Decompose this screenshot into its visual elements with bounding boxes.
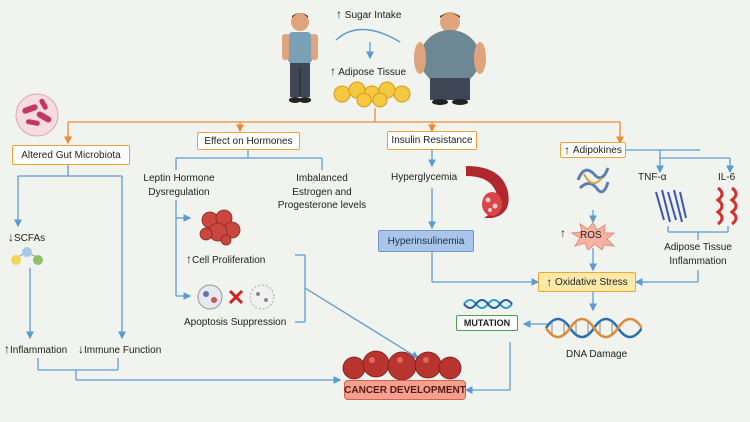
- ros-burst-icon: [570, 222, 616, 250]
- insulin-resistance-box: Insulin Resistance: [387, 131, 477, 150]
- adipokine-protein-icon: [576, 167, 610, 194]
- adipose-tissue-label: ↑ Adipose Tissue: [330, 64, 407, 78]
- adipokines-box: ↑ Adipokines: [560, 142, 626, 158]
- effect-on-hormones-box: Effect on Hormones: [197, 132, 300, 150]
- fat-cells-icon: [333, 81, 411, 108]
- ros-label: ROS: [580, 230, 602, 241]
- tumor-cells-icon: [342, 350, 462, 381]
- blood-vessel-icon: [466, 166, 509, 218]
- il6-label: IL-6: [718, 172, 736, 183]
- immune-function-label: ↓Immune Function: [78, 342, 162, 356]
- dna-damage-label: DNA Damage: [566, 349, 628, 360]
- orange-connectors: [64, 108, 624, 145]
- cell-proliferation-label: ↑Cell Proliferation: [186, 252, 266, 266]
- dna-helix-icon: [544, 317, 642, 339]
- ros-up-arrow: ↑: [560, 226, 566, 240]
- apoptosis-suppression-label: Apoptosis Suppression: [184, 317, 287, 328]
- inflammation-label: ↑Inflammation: [4, 342, 68, 356]
- tnf-protein-icon: [655, 189, 687, 223]
- scfas-label: ↓SCFAs: [8, 230, 46, 244]
- obese-man-icon: [414, 12, 486, 105]
- altered-gut-microbiota-box: Altered Gut Microbiota: [12, 145, 130, 165]
- il6-protein-icon: [715, 186, 738, 226]
- hyperglycemia-label: Hyperglycemia: [391, 172, 458, 183]
- oxidative-stress-box: ↑ Oxidative Stress: [538, 272, 636, 292]
- mutation-box: MUTATION: [456, 315, 518, 331]
- sugar-intake-label: ↑ Sugar Intake: [336, 7, 402, 21]
- blue-connectors: [14, 28, 734, 394]
- scfa-molecule-icon: [11, 247, 43, 265]
- mutation-dna-icon: [463, 299, 513, 309]
- bacteria-icon: [15, 93, 59, 137]
- cell-cluster-icon: [199, 209, 241, 246]
- cancer-development-box: CANCER DEVELOPMENT: [344, 380, 466, 400]
- hyperinsulinemia-box: Hyperinsulinemia: [378, 230, 474, 252]
- thin-man-icon: [282, 13, 318, 103]
- tnf-alpha-label: TNF-α: [638, 172, 667, 183]
- apoptosis-cells-icon: [197, 284, 275, 310]
